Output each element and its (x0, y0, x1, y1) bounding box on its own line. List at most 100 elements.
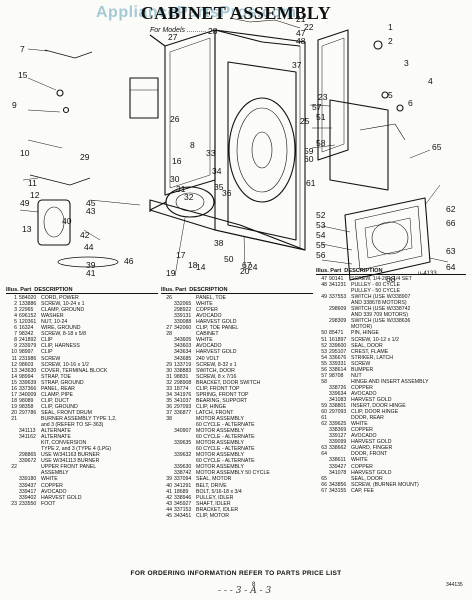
part-description: WASHER (41, 313, 64, 320)
illus-number: 53 (321, 348, 327, 355)
part-number: 338726 (329, 384, 347, 391)
part-description: CLIP, GROUND (41, 403, 78, 410)
illus-number: 29 (166, 361, 172, 368)
part-description: WIRE, GROUND (41, 325, 81, 332)
callout-57: 57 (312, 102, 322, 112)
illus-number: 18 (11, 397, 17, 404)
page-number: 8 (252, 582, 256, 588)
part-description: BELT, DRIVE (196, 482, 227, 489)
part-description: BURNER ASSEMBLY TYPE 1,2, (41, 415, 117, 422)
part-description: WHITE (351, 457, 368, 464)
part-number: 295107 (329, 348, 347, 355)
part-number: 16324 (19, 325, 34, 332)
callout-18: 18 (188, 260, 198, 270)
door-frame (329, 99, 389, 191)
model-subtitle: For Models .......... (150, 27, 207, 34)
parts-row: KIT, CONVERSION (6, 440, 158, 446)
part-number: 338946 (174, 494, 192, 501)
part-description: MOTOR) (351, 324, 372, 331)
callout-67: 67 (242, 260, 252, 270)
part-number: 341037 (174, 397, 192, 404)
callout-12: 12 (30, 190, 40, 200)
part-description: HARVEST GOLD (351, 439, 392, 446)
illus-number: 36 (166, 403, 172, 410)
part-number: 341291 (174, 482, 192, 489)
callout-42: 42 (80, 230, 90, 240)
illus-number: 11 (11, 355, 17, 362)
part-description: COPPER (196, 307, 218, 314)
illus-number: 40 (166, 482, 172, 489)
part-description: SEAL, FRONT DRUM (41, 409, 92, 416)
callout-28: 28 (208, 26, 218, 36)
illus-number: 42 (166, 494, 172, 501)
part-description: SCREW (41, 355, 61, 362)
part-number: 341078 (329, 469, 347, 476)
part-number: 98994 (19, 373, 34, 380)
part-number: 343630 (19, 367, 37, 374)
part-description: PIN, HINGE (351, 330, 379, 337)
part-description: FOOT (41, 500, 56, 507)
illus-number: 10 (11, 349, 17, 356)
column-header: Illus. Part DESCRIPTION (6, 287, 158, 295)
part-number: 298309 (329, 318, 347, 325)
part-description: HARVEST GOLD (351, 469, 392, 476)
part-description: STRIKER, LATCH (351, 354, 393, 361)
callout-27: 27 (168, 32, 178, 42)
part-description: COPPER (41, 482, 63, 489)
part-description: USE W/341113 BURNER (41, 458, 100, 465)
part-number: 343451 (174, 512, 192, 519)
part-description: PULLEY, IDLER (196, 494, 234, 501)
part-number: 85471 (329, 330, 344, 337)
part-description: AND 338678 MOTORS) (351, 300, 407, 307)
illus-number: 54 (321, 354, 327, 361)
part-description: 60 CYCLE - ALTERNATE (196, 422, 255, 429)
part-number: 341162 (19, 434, 36, 441)
part-number: 339131 (174, 313, 192, 320)
part-description: COPPER (351, 384, 373, 391)
part-description: SEAL, DOOR (351, 342, 383, 349)
part-description: 60 CYCLE - ALTERNATE (196, 446, 255, 453)
part-description: SCREW, 8-32 x 1 (196, 361, 237, 368)
part-number: 340907 (174, 428, 192, 435)
illus-number: 59 (321, 403, 327, 410)
watermark: AppliancePartsPros.com (96, 4, 297, 21)
part-description: SCREW, 1/4-20 x 1/4 SET (351, 276, 412, 283)
part-description: LATCH, FRONT (196, 409, 234, 416)
callout-40: 40 (62, 216, 72, 226)
part-number: 18774 (174, 385, 189, 392)
part-number: 98997 (19, 349, 34, 356)
parts-row: 60 CYCLE - ALTERNATE (161, 422, 313, 428)
callout-51: 51 (316, 112, 326, 122)
part-number: 90141 (329, 276, 344, 283)
callout-47: 47 (296, 28, 306, 38)
